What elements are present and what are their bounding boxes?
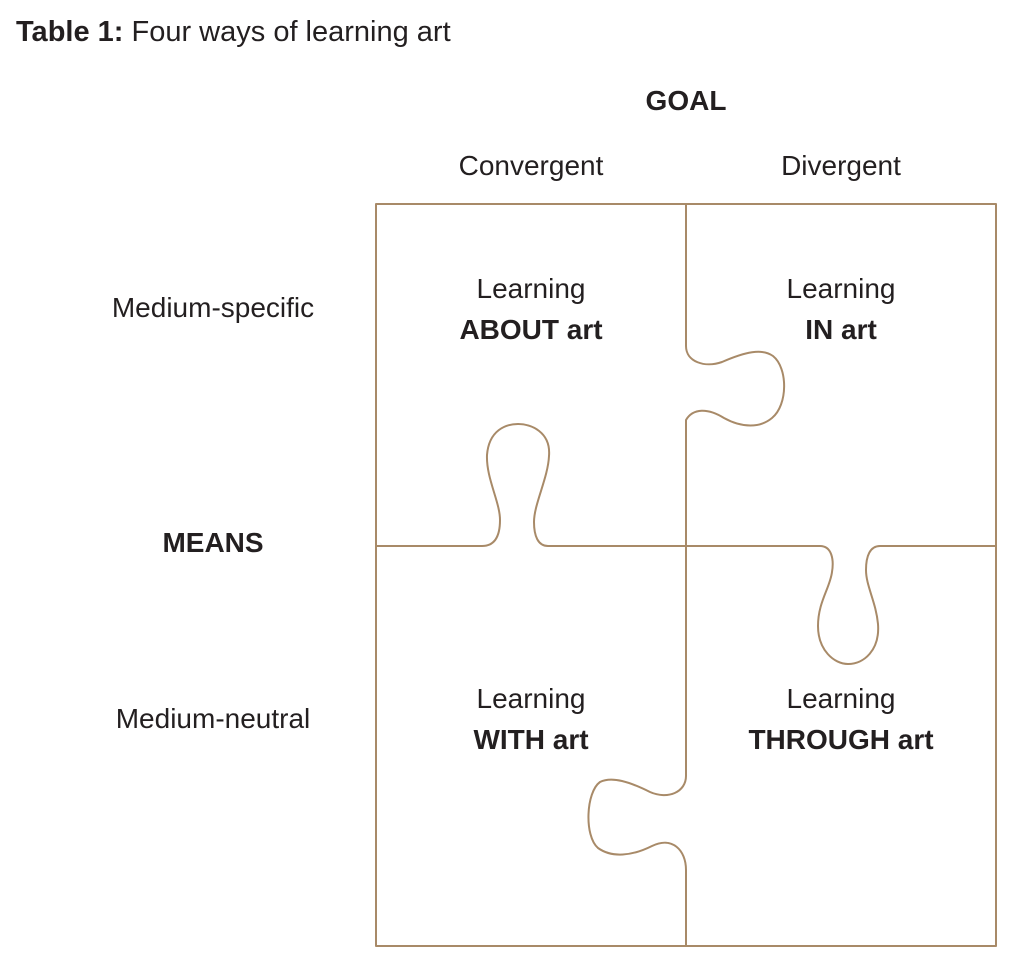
puzzle-edge-right-horizontal: [685, 545, 997, 665]
cell-through-line1: Learning: [786, 683, 896, 714]
puzzle-edge-left-horizontal: [375, 423, 687, 547]
cell-with-line1: Learning: [476, 683, 586, 714]
cell-about-line2: ABOUT art: [459, 309, 602, 350]
means-axis-label: MEANS: [162, 527, 264, 558]
cell-learning-with-art: Learning WITH art: [473, 678, 588, 760]
figure-title: Table 1: Four ways of learning art: [16, 14, 451, 50]
puzzle-edge-bottom-vertical: [587, 545, 687, 947]
cell-with-line2: WITH art: [473, 719, 588, 760]
row-label-medium-neutral: Medium-neutral: [115, 703, 311, 734]
cell-about-keyword: ABOUT: [459, 314, 559, 345]
title-label: Table 1:: [16, 16, 124, 48]
cell-with-keyword: WITH: [473, 724, 545, 755]
cell-about-suffix: art: [566, 314, 603, 345]
column-label-convergent: Convergent: [458, 150, 604, 181]
goal-axis-label: GOAL: [645, 85, 727, 116]
cell-with-suffix: art: [552, 724, 589, 755]
cell-in-keyword: IN: [805, 314, 834, 345]
cell-through-suffix: art: [897, 724, 934, 755]
puzzle-edge-top-vertical: [685, 203, 786, 547]
cell-through-line2: THROUGH art: [748, 719, 933, 760]
cell-in-suffix: art: [840, 314, 877, 345]
cell-about-line1: Learning: [476, 273, 586, 304]
cell-in-line2: IN art: [787, 309, 896, 350]
cell-learning-through-art: Learning THROUGH art: [748, 678, 933, 760]
cell-in-line1: Learning: [786, 273, 896, 304]
column-label-divergent: Divergent: [781, 150, 901, 181]
row-label-medium-specific: Medium-specific: [111, 292, 315, 323]
cell-learning-in-art: Learning IN art: [787, 268, 896, 350]
cell-learning-about-art: Learning ABOUT art: [459, 268, 602, 350]
title-text: Four ways of learning art: [131, 16, 451, 48]
cell-through-keyword: THROUGH: [748, 724, 890, 755]
